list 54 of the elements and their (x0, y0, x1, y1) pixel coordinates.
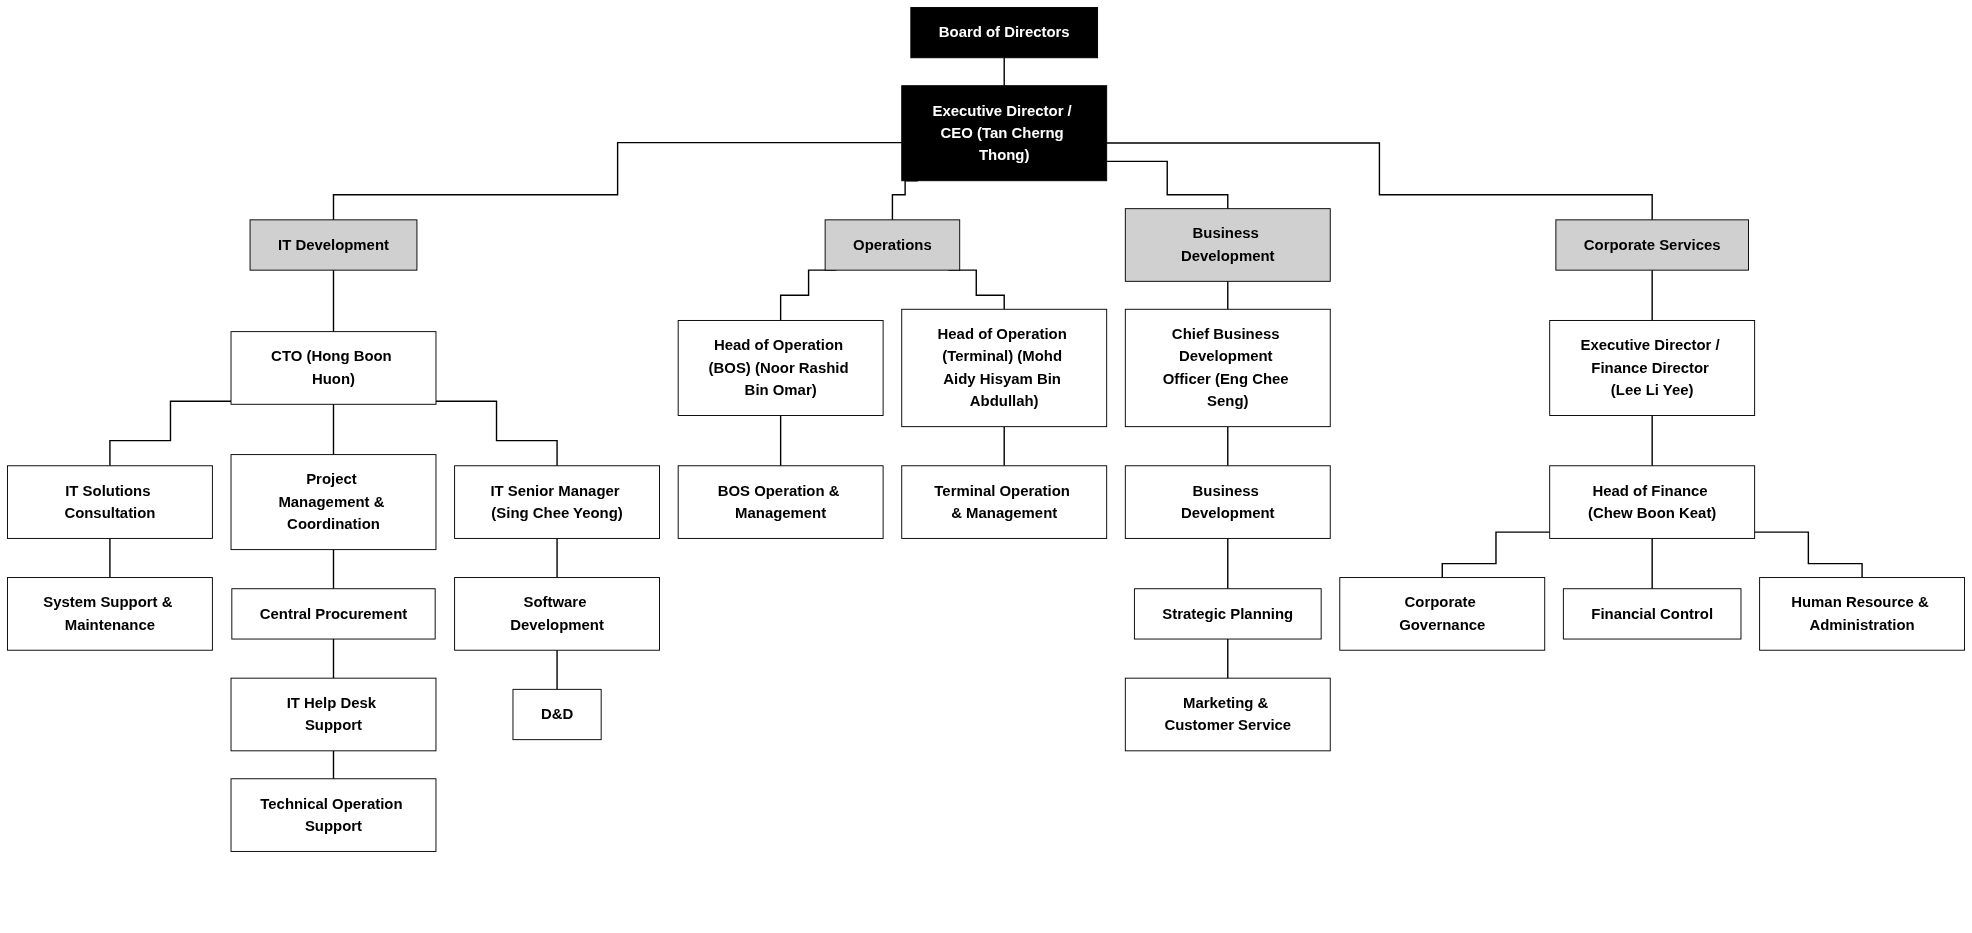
connector (332, 269, 335, 333)
node-box: Business Development (1124, 208, 1331, 282)
node-box: Corporate Governance (1339, 577, 1546, 651)
node-box: IT Solutions Consultation (7, 465, 213, 539)
node-box: IT Development (249, 219, 418, 271)
connector (1753, 531, 1863, 579)
node-box: Corporate Services (1555, 219, 1749, 271)
node-box: Central Procurement (231, 588, 436, 640)
node-box: Business Development (1124, 465, 1331, 539)
connector (1651, 414, 1653, 467)
connector (332, 141, 903, 221)
connector (1106, 160, 1229, 210)
node-box: Marketing & Customer Service (1124, 677, 1331, 752)
connector (1227, 638, 1229, 679)
node-box: IT Help Desk Support (230, 677, 437, 752)
node-box: Operations (824, 219, 961, 271)
node-box: Head of Operation (Terminal) (Mohd Aidy Hisyam Bin Abdullah) (901, 308, 1108, 428)
connector (1227, 280, 1229, 310)
connector (109, 537, 111, 579)
connector (435, 400, 558, 467)
connector (1227, 537, 1229, 590)
node-box: IT Senior Manager (Sing Chee Yeong) (454, 465, 660, 539)
node-box: Project Management & Coordination (230, 454, 437, 551)
node-box: Strategic Planning (1133, 588, 1322, 640)
node-box: BOS Operation & Management (677, 465, 884, 539)
node-box: Terminal Operation & Management (901, 465, 1108, 539)
connector (332, 638, 335, 679)
node-box: Human Resource & Administration (1759, 577, 1965, 651)
connector (556, 649, 558, 691)
connector (332, 548, 335, 590)
node-box: Software Development (454, 577, 660, 651)
connector (1003, 425, 1005, 467)
connector (109, 400, 232, 467)
node-box: D&D (512, 688, 602, 741)
connector (332, 750, 335, 780)
connector (779, 414, 782, 467)
connector (1227, 425, 1229, 467)
node-box: Chief Business Development Officer (Eng Chee Seng) (1124, 308, 1331, 428)
node-box: Technical Operation Support (230, 778, 437, 852)
connector (332, 403, 335, 456)
node-box: Financial Control (1562, 588, 1742, 640)
node-box: Board of Directors (910, 7, 1099, 59)
node-box: CTO (Hong Boon Huon) (230, 331, 437, 405)
node-box: Head of Operation (BOS) (Noor Rashid Bin Omar) (677, 320, 884, 416)
connector (1106, 142, 1653, 221)
node-box: Head of Finance (Chew Boon Keat) (1549, 465, 1756, 539)
connector (1003, 57, 1005, 87)
node-box: Executive Director / Finance Director (Lee Li Yee) (1549, 320, 1756, 416)
connector (556, 537, 558, 579)
connector (1651, 537, 1653, 590)
connector (1651, 269, 1653, 322)
node-box: Executive Director / CEO (Tan Cherng Thong) (901, 85, 1108, 182)
connector (1441, 531, 1551, 579)
node-box: System Support & Maintenance (7, 577, 213, 651)
